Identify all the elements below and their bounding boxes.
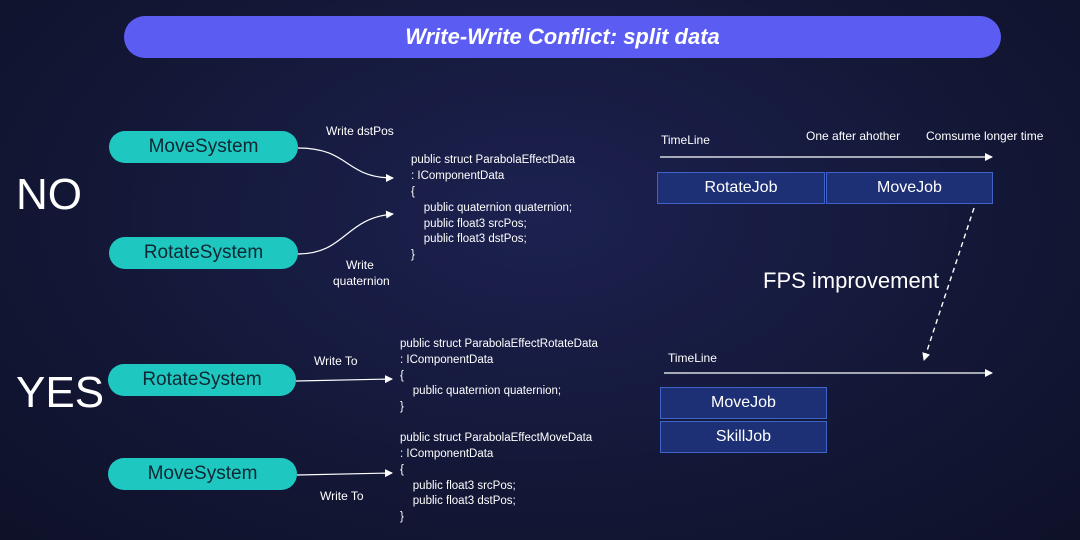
no-cost-note: Comsume longer time	[926, 129, 1044, 143]
yes-label: YES	[16, 368, 105, 417]
code-line: public float3 dstPos;	[411, 233, 527, 245]
no-label: NO	[16, 170, 82, 219]
code-line: public struct ParabolaEffectMoveData	[400, 432, 593, 444]
code-line: }	[411, 249, 415, 261]
no-move-arrow	[297, 147, 394, 182]
code-line: {	[411, 186, 415, 198]
yes-write-to-bottom-label: Write To	[320, 489, 364, 503]
code-line: public quaternion quaternion;	[400, 385, 562, 397]
code-line: public float3 srcPos;	[400, 480, 516, 492]
fps-dashed-arrow	[922, 207, 975, 361]
no-write-quaternion-label-line1: Write	[346, 258, 374, 272]
fps-improvement-label: FPS improvement	[763, 268, 940, 293]
code-line: public quaternion quaternion;	[411, 202, 573, 214]
yes-move-system-pill: MoveSystem	[108, 458, 297, 490]
title-banner: Write-Write Conflict: split data	[124, 16, 1001, 58]
no-write-dstpos-label: Write dstPos	[326, 124, 394, 138]
no-rotate-job-box: RotateJob	[657, 172, 825, 204]
code-line: }	[400, 511, 404, 523]
code-line: : IComponentData	[400, 448, 494, 460]
yes-rotate-system-pill: RotateSystem	[108, 364, 296, 396]
code-line: public float3 dstPos;	[400, 495, 516, 507]
code-line: }	[400, 401, 404, 413]
code-line: : IComponentData	[400, 354, 494, 366]
code-line: : IComponentData	[411, 170, 505, 182]
code-line: {	[400, 370, 404, 382]
no-rotate-system-pill: RotateSystem	[109, 237, 298, 269]
yes-move-arrow	[296, 469, 393, 478]
code-line: public struct ParabolaEffectRotateData	[400, 338, 598, 350]
code-line: public float3 srcPos;	[411, 218, 527, 230]
yes-write-to-top-label: Write To	[314, 354, 358, 368]
yes-timeline-label: TimeLine	[668, 351, 717, 365]
title-text: Write-Write Conflict: split data	[405, 24, 720, 49]
yes-skill-job-box: SkillJob	[660, 421, 827, 453]
no-rotate-arrow	[297, 210, 394, 255]
code-line: public struct ParabolaEffectData	[411, 154, 576, 166]
yes-move-job-box: MoveJob	[660, 387, 827, 419]
no-move-job-box: MoveJob	[826, 172, 993, 204]
no-timeline-label: TimeLine	[661, 133, 710, 147]
no-sequence-note: One after ahother	[806, 129, 901, 143]
code-line: {	[400, 464, 404, 476]
no-write-quaternion-label-line2: quaternion	[333, 274, 390, 288]
yes-rotate-arrow	[295, 375, 393, 384]
no-move-system-pill: MoveSystem	[109, 131, 298, 163]
